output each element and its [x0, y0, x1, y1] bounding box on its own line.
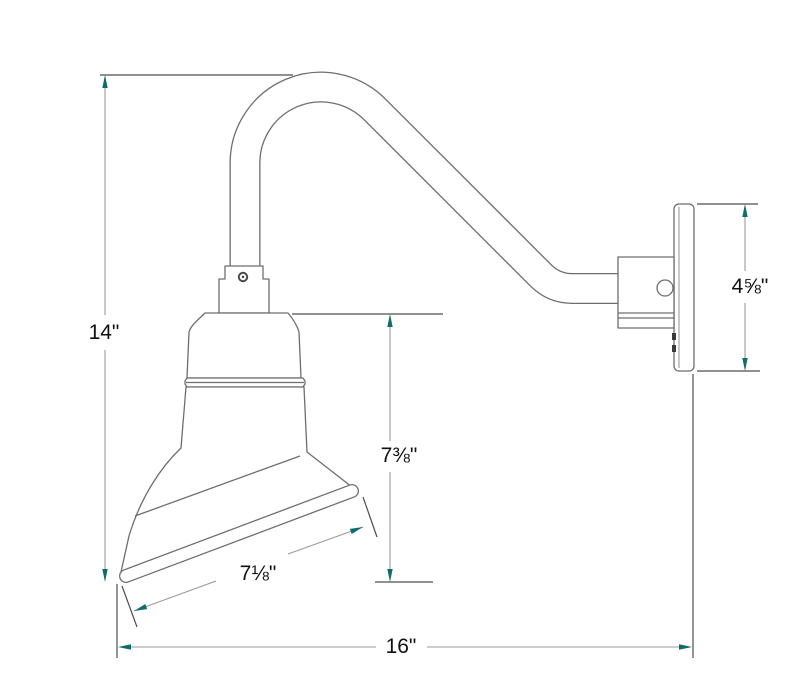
- dim-label-projection: 16": [386, 635, 417, 658]
- dimension-overall-height: 14": [89, 74, 293, 582]
- arrow-down-icon: [102, 569, 108, 582]
- socket-cup: [186, 312, 302, 379]
- dim-line-left: [133, 580, 217, 612]
- dimension-lamp-height: 7⅜": [292, 313, 443, 583]
- wall-plate-body: [673, 203, 695, 372]
- gooseneck-arm-core: [230, 72, 622, 303]
- arrow-down-icon: [387, 569, 393, 582]
- arrow-left-icon: [118, 644, 131, 650]
- arrow-left-icon: [134, 603, 148, 611]
- arrow-right-icon: [349, 527, 363, 535]
- ext-line-left: [121, 585, 138, 628]
- mounting-bracket: [617, 256, 675, 329]
- plate-screw-tick-1: [672, 333, 676, 340]
- lamp-shade: [119, 386, 359, 583]
- shade-rim-core: [120, 485, 358, 582]
- holder-screw-center: [241, 275, 245, 279]
- dimension-projection: 16": [116, 374, 694, 658]
- arrow-up-icon: [742, 204, 748, 217]
- shade-neck-band: [184, 377, 306, 388]
- arrow-down-icon: [742, 358, 748, 371]
- gooseneck-arm-outline: [229, 71, 620, 304]
- arrow-right-icon: [679, 644, 692, 650]
- dim-label-overall-height: 14": [89, 321, 120, 344]
- light-fixture: [119, 71, 695, 583]
- arrow-up-icon: [102, 75, 108, 88]
- dim-label-backplate-height: 4⅝": [732, 275, 769, 298]
- dimension-shade-width: 7⅛": [121, 496, 378, 628]
- plate-screw-tick-2: [672, 345, 676, 352]
- ext-line-right: [362, 496, 378, 538]
- dim-label-lamp-height: 7⅜": [381, 444, 418, 467]
- shade-crease-line: [134, 455, 301, 517]
- wall-plate: [672, 203, 695, 372]
- dimension-backplate-height: 4⅝": [697, 203, 769, 372]
- dim-line-right: [287, 526, 364, 555]
- lamp-holder: [218, 265, 270, 314]
- dim-label-shade-width: 7⅛": [240, 562, 277, 585]
- arrow-up-icon: [387, 314, 393, 327]
- bracket-knob: [656, 279, 674, 297]
